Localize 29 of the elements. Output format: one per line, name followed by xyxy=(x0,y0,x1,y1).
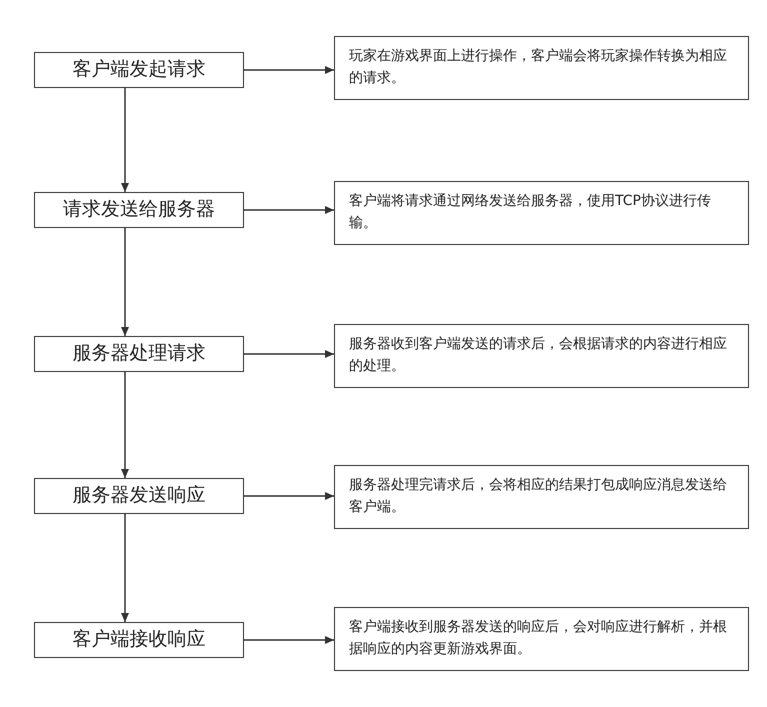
step-title: 客户端接收响应 xyxy=(72,627,206,652)
step-description: 客户端接收到服务器发送的响应后，会对响应进行解析，并根据响应的内容更新游戏界面。 xyxy=(349,618,728,659)
arrow xyxy=(121,88,129,192)
description-box xyxy=(334,181,749,245)
process-box xyxy=(34,192,244,228)
description-box xyxy=(334,607,749,671)
process-box xyxy=(34,336,244,372)
arrow xyxy=(244,206,334,214)
arrow xyxy=(244,66,334,74)
arrow xyxy=(121,372,129,478)
arrow xyxy=(244,636,334,644)
arrow xyxy=(244,492,334,500)
arrow xyxy=(121,514,129,622)
process-box xyxy=(34,52,244,88)
description-box xyxy=(334,465,749,529)
description-box xyxy=(334,36,749,100)
arrow xyxy=(244,350,334,358)
arrow xyxy=(121,228,129,336)
step-description: 服务器收到客户端发送的请求后，会根据请求的内容进行相应的处理。 xyxy=(349,335,728,376)
step-title: 请求发送给服务器 xyxy=(63,197,215,222)
process-box xyxy=(34,478,244,514)
step-title: 服务器处理请求 xyxy=(72,341,206,366)
step-title: 服务器发送响应 xyxy=(72,483,206,508)
step-description: 客户端将请求通过网络发送给服务器，使用TCP协议进行传输。 xyxy=(349,192,712,233)
step-title: 客户端发起请求 xyxy=(72,57,206,82)
step-description: 玩家在游戏界面上进行操作，客户端会将玩家操作转换为相应的请求。 xyxy=(349,47,728,88)
process-box xyxy=(34,622,244,658)
step-description: 服务器处理完请求后，会将相应的结果打包成响应消息发送给客户端。 xyxy=(349,476,728,517)
description-box xyxy=(334,324,749,388)
